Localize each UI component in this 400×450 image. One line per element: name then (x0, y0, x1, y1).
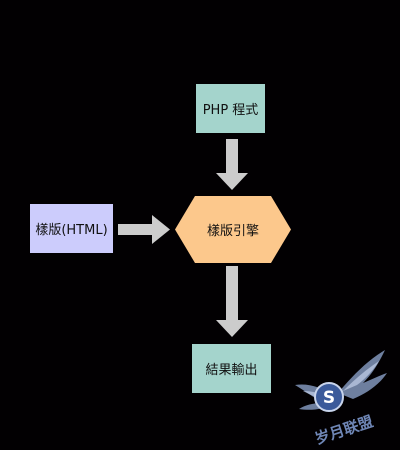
svg-text:岁月联盟: 岁月联盟 (313, 412, 376, 445)
template-html-label: 樣版(HTML) (35, 223, 108, 238)
hexagon-shape (175, 196, 291, 263)
result-output-label: 結果輸出 (205, 363, 258, 378)
result-output-node: 結果輸出 (192, 344, 271, 393)
php-program-node: PHP 程式 (196, 84, 265, 133)
template-engine-label: 樣版引擎 (206, 224, 259, 239)
template-engine-node: 樣版引擎 (175, 196, 291, 263)
php-program-label: PHP 程式 (202, 103, 259, 118)
winged-s-logo-icon: S 岁月联盟 (295, 350, 387, 445)
svg-text:S: S (323, 388, 335, 408)
template-html-node: 樣版(HTML) (30, 204, 113, 253)
